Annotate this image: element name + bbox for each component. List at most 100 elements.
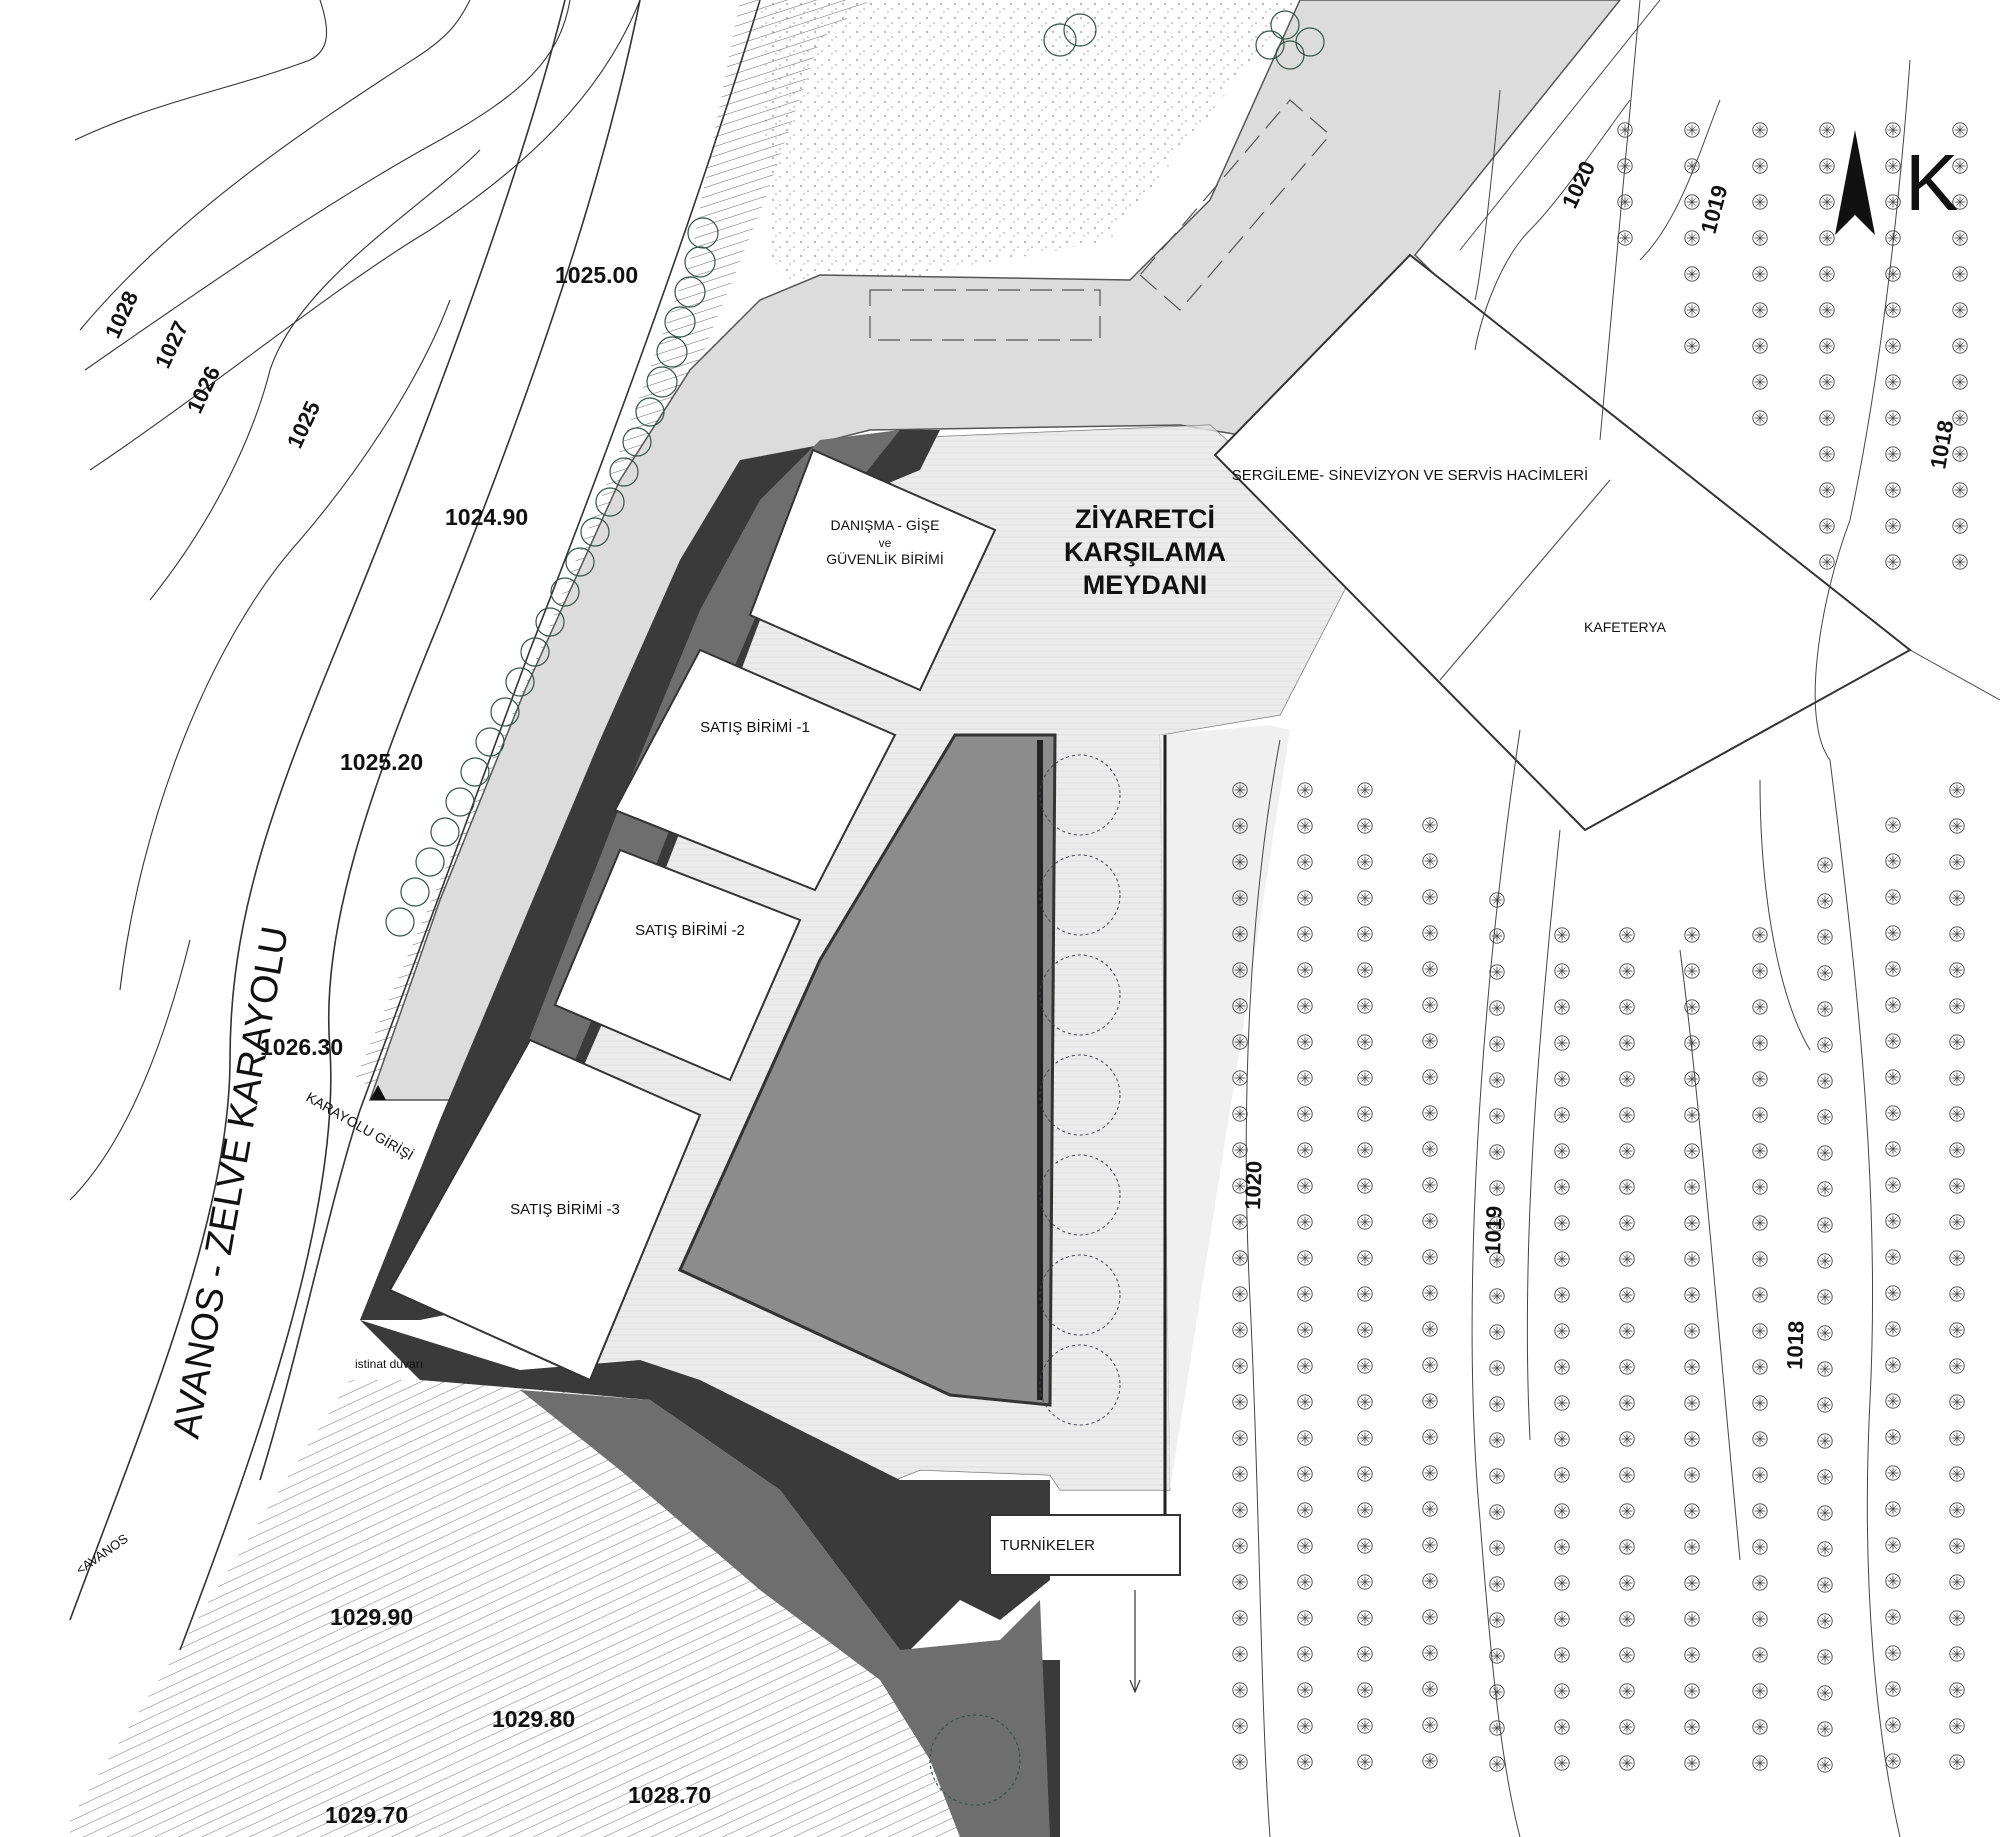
- orchard-tree-icon: [1422, 1285, 1438, 1301]
- orchard-tree-icon: [1684, 1071, 1700, 1087]
- orchard-tree-icon: [1684, 194, 1700, 210]
- building-sale-3: [388, 1038, 702, 1382]
- orchard-tree-icon: [1752, 1647, 1768, 1663]
- orchard-tree-icon: [1752, 1107, 1768, 1123]
- orchard-tree-icon: [1489, 1540, 1505, 1556]
- orchard-tree-icon: [1554, 1467, 1570, 1483]
- orchard-tree-icon: [1232, 1754, 1248, 1770]
- info-label-2: ve: [879, 536, 892, 550]
- orchard-tree-icon: [1817, 1145, 1833, 1161]
- orchard-tree-icon: [1357, 962, 1373, 978]
- orchard-tree-icon: [1752, 1143, 1768, 1159]
- orchard-tree-icon: [1885, 1393, 1901, 1409]
- orchard-tree-icon: [1817, 1541, 1833, 1557]
- orchard-tree-icon: [1554, 1071, 1570, 1087]
- orchard-tree-icon: [1422, 817, 1438, 833]
- orchard-tree-icon: [1489, 1720, 1505, 1736]
- orchard-tree-icon: [1489, 1144, 1505, 1160]
- orchard-tree-icon: [1422, 1501, 1438, 1517]
- orchard-tree-icon: [1885, 817, 1901, 833]
- orchard-tree-icon: [1357, 1754, 1373, 1770]
- orchard-tree-icon: [1297, 1214, 1313, 1230]
- east-walkway: [1160, 725, 1290, 1490]
- orchard-tree-icon: [1422, 1141, 1438, 1157]
- orchard-tree-icon: [1949, 1142, 1965, 1158]
- spot-elevation: 1028.70: [628, 1782, 711, 1808]
- road-edges: [69, 0, 761, 1651]
- orchard-tree-icon: [1885, 518, 1901, 534]
- orchard-tree-icon: [1297, 1610, 1313, 1626]
- orchard-tree-icon: [1949, 962, 1965, 978]
- orchard-tree-icon: [1232, 1430, 1248, 1446]
- orchard-tree-icon: [1357, 1358, 1373, 1374]
- orchard-tree-icon: [1885, 1645, 1901, 1661]
- orchard-tree-icon: [1619, 1323, 1635, 1339]
- orchard-tree-icon: [1684, 1215, 1700, 1231]
- orchard-tree-icon: [1554, 1359, 1570, 1375]
- orchard-tree-icon: [1232, 1610, 1248, 1626]
- orchard-tree-icon: [1949, 1070, 1965, 1086]
- orchard-tree-icon: [1684, 1251, 1700, 1267]
- parking-area-2: [1139, 99, 1331, 311]
- contour-label: 1018: [1782, 1320, 1809, 1370]
- orchard-tree-icon: [1619, 1035, 1635, 1051]
- orchard-tree-icon: [1619, 1467, 1635, 1483]
- orchard-tree-icon: [1952, 374, 1968, 390]
- orchard-tree-icon: [1554, 999, 1570, 1015]
- orchard-tree-icon: [1949, 854, 1965, 870]
- orchard-tree-icon: [1297, 1574, 1313, 1590]
- orchard-tree-icon: [1297, 1034, 1313, 1050]
- orchard-tree-icon: [1885, 925, 1901, 941]
- orchard-tree-icon: [1817, 1613, 1833, 1629]
- info-label-3: GÜVENLİK BİRİMİ: [826, 550, 943, 567]
- orchard-tree-icon: [1952, 554, 1968, 570]
- orchard-tree-icon: [1619, 1647, 1635, 1663]
- orchard-tree-icon: [1357, 818, 1373, 834]
- orchard-tree-icon: [1232, 890, 1248, 906]
- orchard-tree-icon: [1752, 158, 1768, 174]
- orchard-tree-icon: [1949, 1250, 1965, 1266]
- orchard-tree-icon: [1949, 1178, 1965, 1194]
- orchard-tree-icon: [1297, 782, 1313, 798]
- orchard-tree-icon: [1617, 122, 1633, 138]
- orchard-tree-icon: [1554, 1287, 1570, 1303]
- orchard-tree-icon: [1752, 1575, 1768, 1591]
- orchard-tree-icon: [1232, 926, 1248, 942]
- orchard-tree-icon: [1357, 1142, 1373, 1158]
- contour-label: 1026: [182, 362, 225, 417]
- orchard-tree-icon: [1357, 1682, 1373, 1698]
- orchard-tree-icon: [1619, 927, 1635, 943]
- orchard-tree-icon: [1297, 1646, 1313, 1662]
- orchard-tree-icon: [1489, 1432, 1505, 1448]
- orchard-tree-icon: [1357, 1574, 1373, 1590]
- orchard-tree-icon: [1885, 853, 1901, 869]
- orchard-tree-icon: [1817, 1289, 1833, 1305]
- orchard-tree-icon: [1297, 1070, 1313, 1086]
- orchard-tree-icon: [1949, 1394, 1965, 1410]
- orchard-tree-icon: [1422, 1681, 1438, 1697]
- orchard-tree-icon: [1885, 1177, 1901, 1193]
- orchard-tree-icon: [1752, 1179, 1768, 1195]
- orchard-tree-icon: [1949, 1610, 1965, 1626]
- orchard-tree-icon: [1554, 927, 1570, 943]
- north-arrow-icon: [1835, 130, 1875, 235]
- orchard-tree-icon: [1232, 1466, 1248, 1482]
- orchard-tree-icon: [1885, 1069, 1901, 1085]
- orchard-tree-icon: [1357, 1178, 1373, 1194]
- orchard-tree-icon: [1752, 1359, 1768, 1375]
- orchard-tree-icon: [1422, 1753, 1438, 1769]
- orchard-tree-icon: [1684, 1719, 1700, 1735]
- orchard-tree-icon: [1684, 1323, 1700, 1339]
- orchard-tree-icon: [1357, 890, 1373, 906]
- orchard-tree-icon: [1817, 857, 1833, 873]
- contour-label: 1019: [1480, 1205, 1507, 1255]
- orchard-tree-icon: [1489, 1576, 1505, 1592]
- orchard-tree-icon: [1819, 446, 1835, 462]
- orchard-tree-icon: [1684, 230, 1700, 246]
- orchard-tree-icon: [1232, 1214, 1248, 1230]
- road-name: AVANOS - ZELVE KARAYOLU: [166, 923, 297, 1441]
- orchard-tree-icon: [1885, 1717, 1901, 1733]
- orchard-tree-icon: [1232, 1646, 1248, 1662]
- orchard-tree-icon: [1489, 1756, 1505, 1772]
- orchard-tree-icon: [1489, 1288, 1505, 1304]
